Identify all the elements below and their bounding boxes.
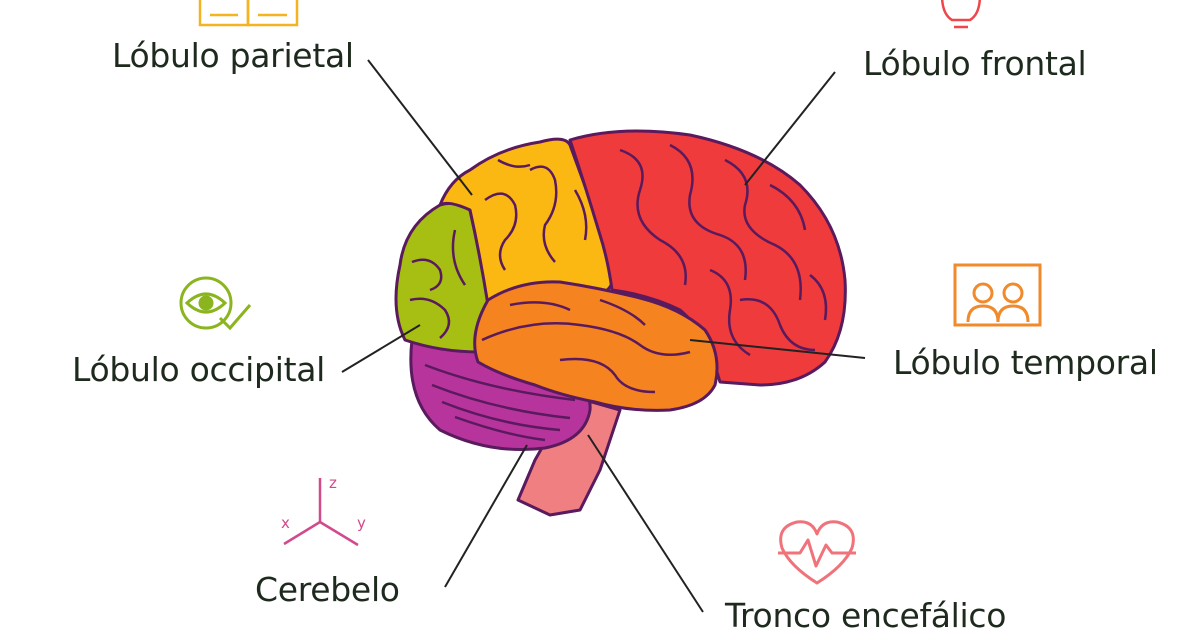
heartbeat-icon (778, 520, 856, 585)
open-book-icon (198, 0, 299, 27)
callout-line-occipital (341, 324, 421, 373)
temporal-folds (481, 298, 691, 394)
people-frame-icon (953, 263, 1042, 327)
axis-letter-y: y (357, 514, 366, 532)
callout-line-frontal (744, 71, 836, 186)
axis-letter-x: x (281, 514, 290, 532)
label-cerebelo: Cerebelo (255, 570, 400, 609)
parietal-folds (484, 158, 588, 271)
occipital-folds (409, 229, 467, 339)
callout-line-cerebelo (444, 444, 528, 588)
xyz-axes-icon (283, 478, 359, 547)
label-occipital: Lóbulo occipital (72, 350, 325, 389)
callout-line-temporal (689, 339, 866, 359)
lightbulb-icon (940, 0, 982, 29)
label-frontal: Lóbulo frontal (863, 44, 1087, 83)
label-temporal: Lóbulo temporal (893, 343, 1158, 382)
callout-line-tronco (587, 434, 704, 613)
eye-check-icon (179, 276, 252, 331)
callout-line-parietal (367, 59, 473, 196)
axis-letter-z: z (329, 474, 337, 492)
label-tronco: Tronco encefálico (725, 596, 1007, 635)
callout-lines (341, 59, 866, 613)
label-parietal: Lóbulo parietal (112, 36, 354, 75)
temporal-region (473, 280, 719, 412)
cerebellum-folds (424, 363, 576, 442)
